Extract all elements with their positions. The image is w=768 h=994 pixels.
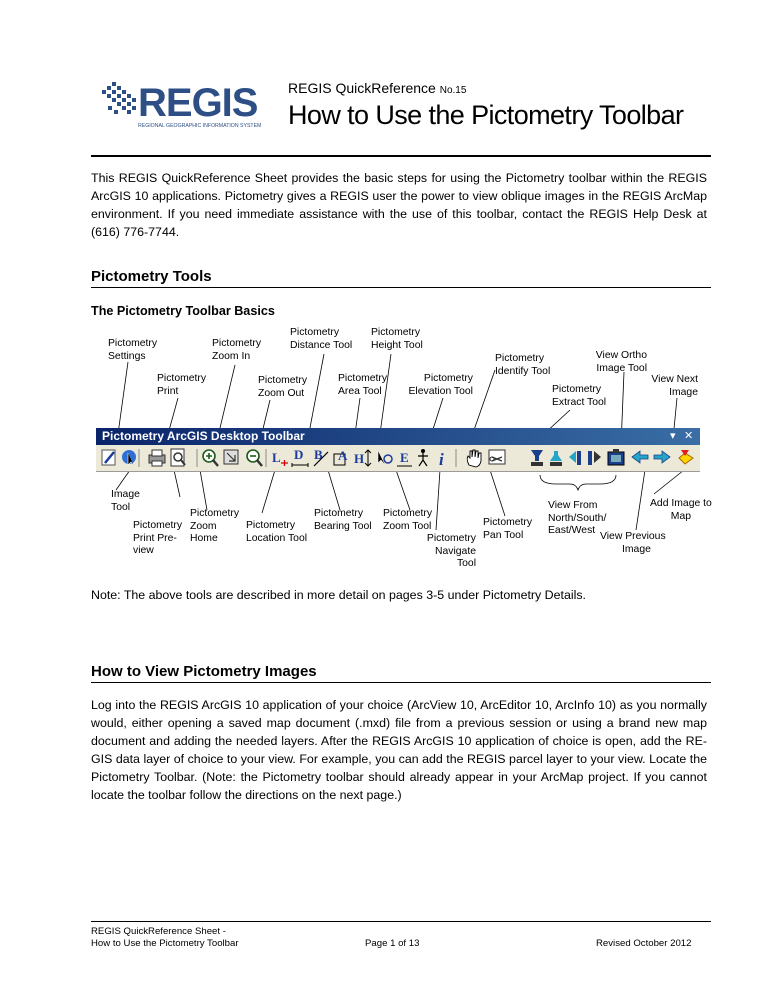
series-prefix: REGIS QuickReference: [288, 80, 436, 96]
image-tool-icon[interactable]: [122, 450, 136, 467]
zoom-in-icon[interactable]: [202, 449, 219, 467]
subsection-heading: The Pictometry Toolbar Basics: [91, 304, 275, 318]
svg-text:D: D: [294, 447, 303, 462]
add-image-icon[interactable]: [678, 450, 694, 465]
bearing-tool-icon[interactable]: B: [313, 447, 329, 467]
navigate-tool-icon[interactable]: [418, 449, 428, 467]
view-next-icon[interactable]: [653, 450, 671, 464]
series-label: REGIS QuickReference No.15: [288, 80, 466, 96]
toolbar-title: Pictometry ArcGIS Desktop Toolbar: [102, 429, 305, 443]
svg-text:A: A: [338, 448, 348, 463]
print-preview-icon[interactable]: [170, 448, 186, 467]
section-heading-view-images: How to View Pictometry Images: [91, 663, 317, 680]
toolbar-close-icon[interactable]: ✕: [684, 430, 694, 442]
svg-text:E: E: [400, 450, 409, 465]
elevation-tool-icon[interactable]: E: [397, 450, 412, 467]
tools-note: Note: The above tools are described in m…: [91, 588, 586, 602]
logo-wordmark: REGIS: [138, 81, 258, 125]
footer-doc-title: REGIS QuickReference Sheet - How to Use …: [91, 926, 239, 950]
view-west-icon[interactable]: [588, 451, 601, 465]
extract-tool-icon[interactable]: [488, 449, 506, 465]
view-south-icon[interactable]: [550, 451, 562, 466]
header-rule: [91, 155, 711, 157]
identify-tool-icon[interactable]: i: [439, 450, 444, 469]
zoom-tool-icon[interactable]: [377, 451, 393, 466]
zoom-out-icon[interactable]: [246, 449, 263, 467]
distance-tool-icon[interactable]: D: [291, 447, 309, 467]
view-east-icon[interactable]: [569, 451, 581, 465]
view-north-icon[interactable]: [531, 450, 543, 466]
settings-icon[interactable]: [101, 449, 116, 466]
regis-logo: REGIS REGIONAL GEOGRAPHIC INFORMATION SY…: [102, 81, 261, 129]
svg-text:L: L: [272, 450, 281, 465]
height-tool-icon[interactable]: H: [354, 449, 372, 467]
footer-page-number: Page 1 of 13: [365, 938, 420, 949]
location-tool-icon[interactable]: L: [272, 450, 288, 466]
pictometry-toolbar: Pictometry ArcGIS Desktop Toolbar ▾ ✕: [96, 428, 700, 472]
area-tool-icon[interactable]: A: [333, 448, 348, 466]
view-previous-icon[interactable]: [631, 450, 649, 464]
toolbar-titlebar[interactable]: Pictometry ArcGIS Desktop Toolbar ▾ ✕: [96, 428, 700, 445]
view-ortho-icon[interactable]: [607, 449, 625, 466]
footer-revised-date: Revised October 2012: [596, 938, 692, 949]
view-images-paragraph: Log into the REGIS ArcGIS 10 application…: [91, 698, 707, 802]
svg-text:H: H: [354, 451, 364, 466]
toolbar-buttons: L D B A H E i: [96, 445, 700, 472]
zoom-home-icon[interactable]: [223, 449, 239, 465]
section-heading-tools: Pictometry Tools: [91, 268, 212, 285]
section-rule: [91, 287, 711, 288]
intro-paragraph: This REGIS QuickReference Sheet provides…: [91, 171, 707, 239]
svg-text:i: i: [439, 450, 444, 469]
pan-tool-icon[interactable]: [466, 449, 482, 468]
page-title: How to Use the Pictometry Toolbar: [288, 100, 684, 130]
series-number: No.15: [439, 85, 467, 96]
logo-subtext: REGIONAL GEOGRAPHIC INFORMATION SYSTEM: [138, 123, 261, 129]
print-icon[interactable]: [148, 449, 166, 467]
svg-text:B: B: [314, 447, 323, 462]
label-navigate: Pictometry Navigate Tool: [426, 533, 476, 570]
section-rule: [91, 682, 711, 683]
footer-rule: [91, 921, 711, 922]
toolbar-menu-icon[interactable]: ▾: [670, 430, 676, 442]
